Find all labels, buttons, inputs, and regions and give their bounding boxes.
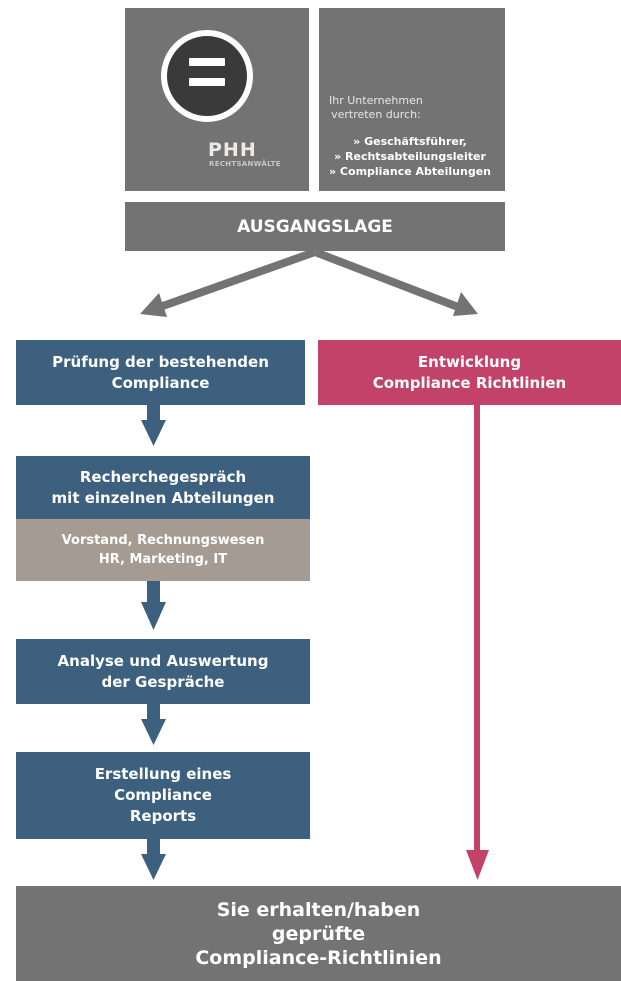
step-label: Analyse und Auswertung (57, 651, 269, 670)
step-label: Compliance (114, 786, 212, 804)
result-label: Compliance-Richtlinien (195, 946, 442, 969)
step-label: Recherchegespräch (79, 467, 247, 486)
step-label: Prüfung der bestehenden (52, 352, 269, 371)
departments-label: Vorstand, Rechnungswesen (61, 533, 265, 548)
result-label: geprüfte (271, 922, 366, 945)
result-node: Sie erhalten/haben geprüfte Compliance-R… (16, 886, 621, 981)
step-pruefung: Prüfung der bestehenden Compliance (16, 340, 305, 405)
list-item: » Compliance Abteilungen (329, 165, 491, 178)
arrowhead-pink (466, 850, 489, 880)
arrow-shaft-4 (147, 839, 160, 855)
step-label: Erstellung eines (94, 765, 232, 783)
info-panel: Ihr Unternehmen vertreten durch: » Gesch… (319, 8, 505, 191)
start-node: AUSGANGSLAGE (125, 202, 505, 251)
step-erstellung: Erstellung eines Compliance Reports (16, 752, 310, 839)
arrow-to-left-branch (158, 248, 317, 311)
departments-subbox: Vorstand, Rechnungswesen HR, Marketing, … (16, 519, 310, 581)
arrow-to-right-branch (313, 248, 460, 311)
arrowhead-4 (141, 854, 166, 880)
arrowhead-2 (141, 602, 166, 630)
info-intro-line: vertreten durch: (331, 108, 421, 121)
step-label: Compliance Richtlinien (372, 373, 567, 392)
arrow-shaft-pink (474, 405, 480, 851)
step-label: mit einzelnen Abteilungen (51, 488, 275, 507)
arrow-shaft-2 (147, 581, 160, 603)
arrowhead-right-branch (453, 292, 478, 316)
arrowhead-3 (141, 719, 166, 745)
arrowhead-1 (141, 420, 166, 446)
info-intro-line: Ihr Unternehmen (329, 94, 423, 107)
arrowhead-left-branch (140, 293, 167, 317)
list-item: » Rechtsabteilungsleiter (334, 150, 486, 163)
logo-panel: PHH RECHTSANWÄLTE (125, 8, 309, 191)
step-label: Entwicklung (417, 352, 522, 371)
logo-subtitle: RECHTSANWÄLTE (209, 160, 281, 168)
start-label: AUSGANGSLAGE (237, 216, 393, 237)
representative-list: » Geschäftsführer, » Rechtsabteilungslei… (329, 134, 491, 179)
arrow-shaft-3 (147, 704, 160, 720)
step-label: Compliance (111, 373, 210, 392)
equals-logo-icon (161, 30, 253, 122)
info-intro: Ihr Unternehmen vertreten durch: (329, 94, 423, 122)
step-analyse: Analyse und Auswertung der Gespräche (16, 639, 310, 704)
result-label: Sie erhalten/haben (216, 898, 421, 921)
logo-name: PHH (208, 139, 257, 161)
departments-label: HR, Marketing, IT (98, 552, 228, 567)
step-entwicklung: Entwicklung Compliance Richtlinien (318, 340, 621, 405)
step-recherche: Recherchegespräch mit einzelnen Abteilun… (16, 456, 310, 519)
list-item: » Geschäftsführer, (353, 135, 467, 148)
arrow-shaft-1 (147, 405, 160, 421)
step-label: Reports (129, 807, 197, 825)
step-label: der Gespräche (101, 672, 225, 691)
